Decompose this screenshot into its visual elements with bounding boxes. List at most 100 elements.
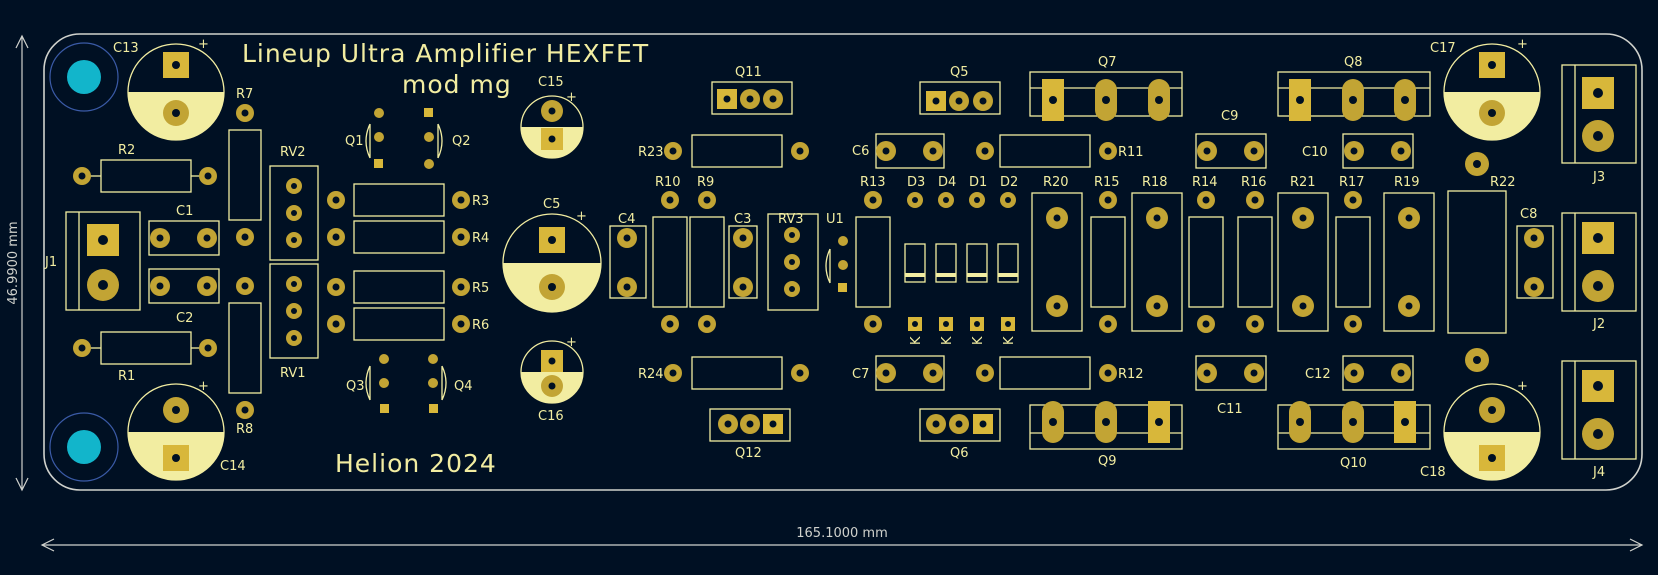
ref-c9: C9 xyxy=(1221,109,1238,124)
ref-rv2: RV2 xyxy=(280,145,306,160)
trimmer-rv2: RV2 xyxy=(269,145,319,261)
ref-r13: R13 xyxy=(860,175,886,190)
ref-q5: Q5 xyxy=(950,65,969,80)
ref-r1: R1 xyxy=(118,369,135,384)
ref-u1: U1 xyxy=(826,212,844,227)
board-subtitle: mod mg xyxy=(402,70,512,99)
ref-q8: Q8 xyxy=(1344,55,1363,70)
height-dimension: 46.9900 mm xyxy=(6,34,29,492)
width-dimension: 165.1000 mm xyxy=(40,526,1644,552)
resistor-r17: R17 xyxy=(1335,175,1371,333)
diode-d3: D3 K xyxy=(904,175,926,345)
ref-rv1: RV1 xyxy=(280,366,306,381)
resistor-r3: R3 xyxy=(327,183,489,217)
connector-j1: J1 xyxy=(44,211,141,311)
ref-d3: D3 xyxy=(907,175,925,190)
resistor-r19: R19 xyxy=(1383,175,1435,332)
ref-r19: R19 xyxy=(1394,175,1420,190)
transistor-q5: Q5 xyxy=(919,65,1001,115)
ref-q1: Q1 xyxy=(345,134,364,149)
capacitor-c3: C3 xyxy=(728,212,758,299)
resistor-r24: R24 xyxy=(638,356,809,390)
board-title: Lineup Ultra Amplifier HEXFET xyxy=(242,39,649,68)
resistor-r6: R6 xyxy=(327,307,489,341)
ref-r10: R10 xyxy=(655,175,681,190)
diode-d4: D4 K xyxy=(935,175,957,345)
resistor-r20: R20 xyxy=(1031,175,1083,332)
ref-r15: R15 xyxy=(1094,175,1120,190)
connector-j3: J3 xyxy=(1561,64,1637,185)
capacitor-c8: C8 xyxy=(1516,207,1554,299)
board-credit: Helion 2024 xyxy=(335,449,497,478)
ref-d1: D1 xyxy=(969,175,987,190)
resistor-r7: R7 xyxy=(228,87,262,246)
ref-r9: R9 xyxy=(697,175,714,190)
ref-c17: C17 xyxy=(1430,41,1456,56)
resistor-r5: R5 xyxy=(327,270,489,304)
ref-j3: J3 xyxy=(1592,170,1605,185)
trimmer-rv1: RV1 xyxy=(269,263,319,381)
resistor-r1: R1 xyxy=(73,331,217,384)
connector-j2: J2 xyxy=(1561,212,1637,332)
resistor-r21: R21 xyxy=(1277,175,1329,332)
transistor-q9: Q9 xyxy=(1029,401,1183,469)
ref-c3: C3 xyxy=(734,212,751,227)
ref-j4: J4 xyxy=(1592,465,1605,480)
ref-r22: R22 xyxy=(1490,175,1516,190)
resistor-r15: R15 xyxy=(1090,175,1126,333)
cathode-mark-d4: K xyxy=(940,336,955,345)
resistor-r13: R13 xyxy=(855,175,891,333)
ref-r12: R12 xyxy=(1118,367,1144,382)
capacitor-c7: C7 xyxy=(852,355,945,391)
diode-d1: D1 K xyxy=(966,175,988,345)
svg-text:+: + xyxy=(566,90,577,105)
transistor-q4: Q4 xyxy=(428,354,473,413)
ref-c15: C15 xyxy=(538,75,564,90)
ref-c6: C6 xyxy=(852,144,869,159)
ref-r5: R5 xyxy=(472,281,489,296)
ref-r20: R20 xyxy=(1043,175,1069,190)
resistor-r23: R23 xyxy=(638,134,809,168)
capacitor-c14: + C14 xyxy=(127,379,246,481)
ref-c2: C2 xyxy=(176,311,193,326)
ref-q10: Q10 xyxy=(1340,456,1367,471)
ref-j1: J1 xyxy=(44,255,57,270)
ref-r8: R8 xyxy=(236,422,253,437)
ref-q6: Q6 xyxy=(950,446,969,461)
capacitor-c12: C12 xyxy=(1305,355,1414,391)
cathode-mark-d2: K xyxy=(1002,336,1017,345)
resistor-r4: R4 xyxy=(327,220,489,254)
svg-text:+: + xyxy=(566,335,577,350)
ref-q9: Q9 xyxy=(1098,454,1117,469)
cathode-mark-d3: K xyxy=(909,336,924,345)
ref-c12: C12 xyxy=(1305,367,1331,382)
resistor-r12: R12 xyxy=(976,356,1144,390)
ref-r17: R17 xyxy=(1339,175,1365,190)
ref-r7: R7 xyxy=(236,87,253,102)
ref-r6: R6 xyxy=(472,318,489,333)
ref-r3: R3 xyxy=(472,194,489,209)
ref-r23: R23 xyxy=(638,145,664,160)
ref-r18: R18 xyxy=(1142,175,1168,190)
transistor-q1: Q1 xyxy=(345,108,384,168)
ref-d2: D2 xyxy=(1000,175,1018,190)
capacitor-c16: + C16 xyxy=(520,335,584,424)
capacitor-c13: + C13 xyxy=(113,37,225,141)
ref-c11: C11 xyxy=(1217,402,1243,417)
board-outline xyxy=(43,33,1643,491)
transistor-q10: Q10 xyxy=(1277,401,1431,471)
ref-rv3: RV3 xyxy=(778,212,804,227)
resistor-r10: R10 xyxy=(652,175,688,333)
capacitor-c15: + C15 xyxy=(520,75,584,159)
capacitor-c9: C9 xyxy=(1195,109,1267,169)
svg-text:+: + xyxy=(1517,37,1528,52)
ref-q7: Q7 xyxy=(1098,55,1117,70)
svg-text:+: + xyxy=(576,209,587,224)
ref-c1: C1 xyxy=(176,204,193,219)
transistor-q12: Q12 xyxy=(709,408,791,461)
ref-c16: C16 xyxy=(538,409,564,424)
capacitor-c4: C4 xyxy=(609,212,647,299)
ref-r4: R4 xyxy=(472,231,489,246)
